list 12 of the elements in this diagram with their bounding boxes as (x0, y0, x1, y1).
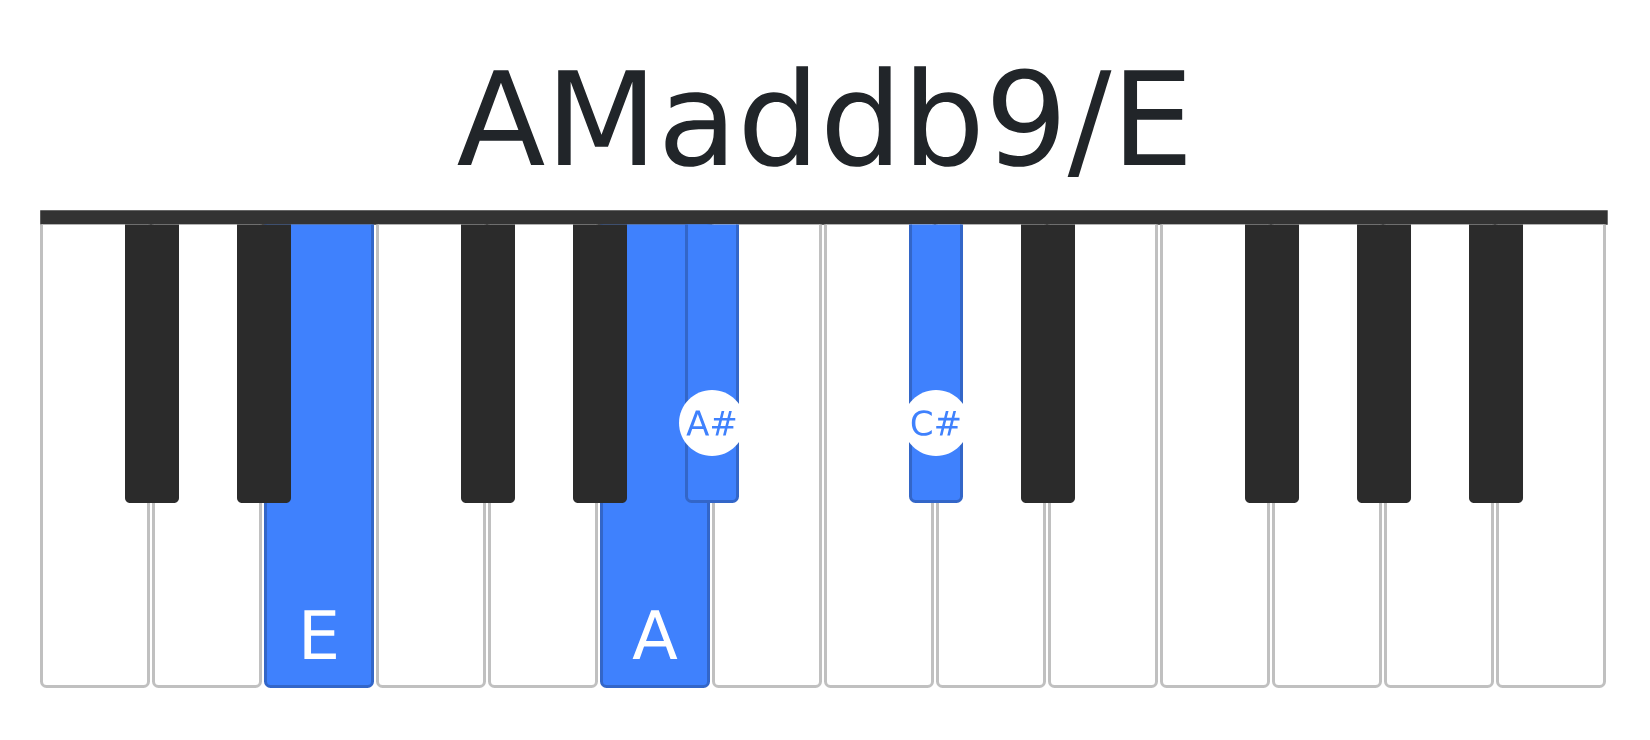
note-badge: A# (679, 390, 745, 456)
note-badge: C# (903, 390, 969, 456)
piano-key (1469, 224, 1523, 503)
piano-key (461, 224, 515, 503)
piano-key (1021, 224, 1075, 503)
piano-key (1357, 224, 1411, 503)
keyboard-rail (40, 210, 1608, 225)
chord-title: AMaddb9/E (457, 66, 1186, 178)
piano-key (1245, 224, 1299, 503)
piano-key (573, 224, 627, 503)
piano-key (237, 224, 291, 503)
piano-key (125, 224, 179, 503)
